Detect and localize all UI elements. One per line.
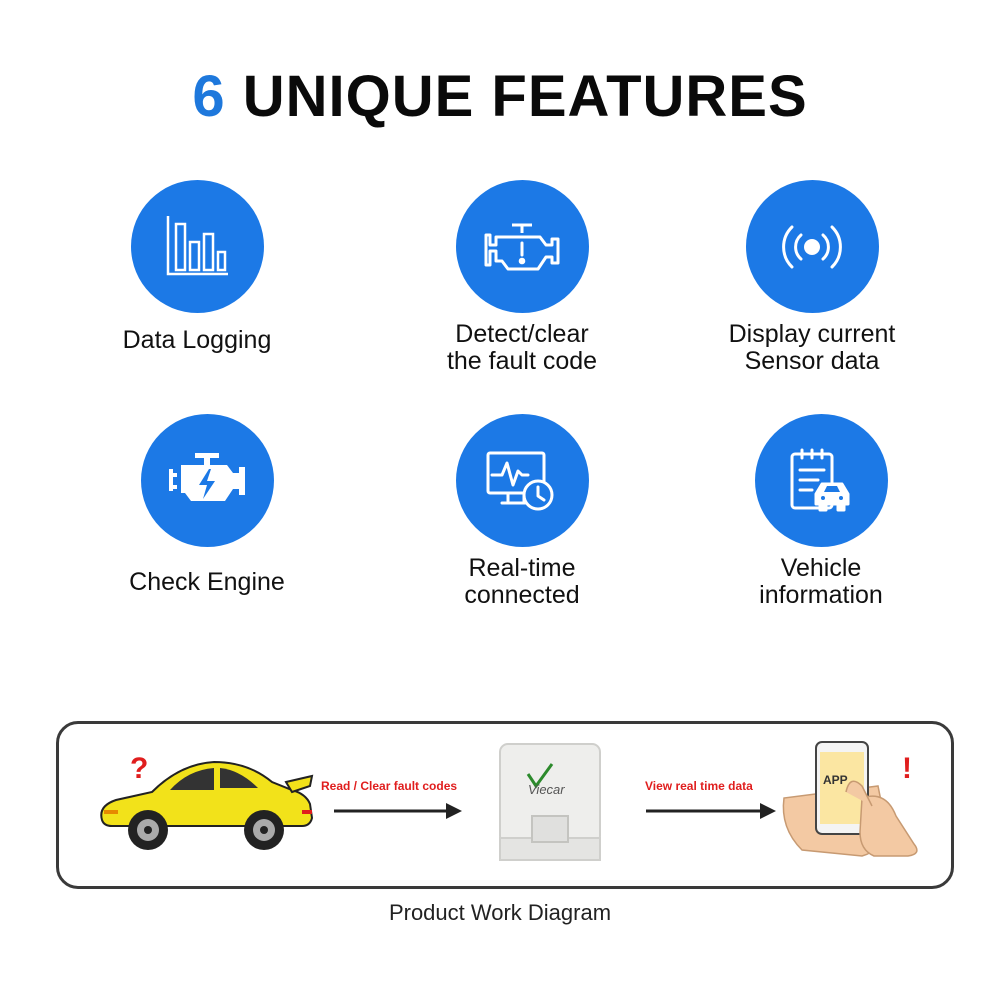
title-number: 6 [192,64,226,129]
arrow-right-icon [334,803,462,819]
feature-label-line2: the fault code [446,347,598,375]
question-mark: ? [130,752,149,785]
feature-circle [455,180,589,313]
feature-label: Check Engine [129,568,285,596]
feature-circle [130,180,264,313]
phone-hand-illustration [782,741,918,857]
clipboard-car-icon [790,448,850,511]
feature-sensor-data: Display current Sensor data [682,180,942,375]
obd-device-illustration [499,743,601,861]
feature-label-line1: Vehicle [780,554,862,582]
feature-circle [745,180,879,313]
feature-circle [140,414,274,547]
feature-label: Data Logging [122,326,272,354]
feature-circle [455,414,589,547]
engine-warning-icon [484,223,560,270]
read-clear-label: Read / Clear fault codes [321,779,458,793]
app-label: APP [823,773,848,787]
monitor-clock-icon [486,451,554,510]
exclamation-mark: ! [902,752,912,785]
feature-label-line1: Real-time [468,554,576,582]
feature-label-line2: connected [464,581,580,609]
car-illustration [100,760,314,850]
feature-real-time: Real-time connected [392,414,652,609]
bar-chart-icon [166,215,228,275]
view-data-label: View real time data [645,779,753,793]
device-brand: Viecar [528,782,565,797]
feature-label-line1: Display current [728,320,896,348]
sensor-signal-icon [782,225,842,268]
feature-vehicle-info: Vehicle information [691,414,951,609]
diagram-caption: Product Work Diagram [388,900,612,925]
feature-detect-clear: Detect/clear the fault code [392,180,652,375]
feature-label-line2: information [759,581,883,609]
feature-data-logging: Data Logging [67,180,327,354]
feature-check-engine: Check Engine [77,414,337,596]
engine-bolt-icon [169,452,245,501]
feature-circle [754,414,888,547]
page-title: 6 UNIQUE FEATURES [0,62,1000,132]
title-text: UNIQUE FEATURES [242,64,808,129]
feature-label-line1: Detect/clear [455,320,589,348]
feature-label-line2: Sensor data [744,347,880,375]
arrow-right-icon [646,803,776,819]
